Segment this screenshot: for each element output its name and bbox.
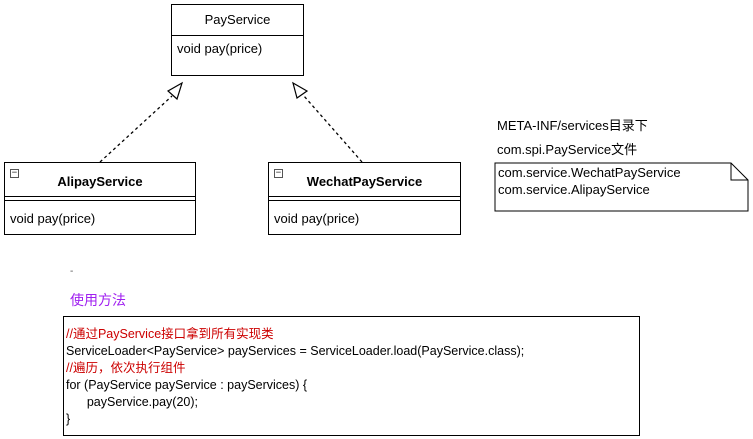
note-line-2: com.service.AlipayService [498, 182, 650, 197]
class-divider [5, 196, 195, 197]
code-line-4: for (PayService payService : payServices… [66, 378, 308, 392]
wechat-arrowhead [292, 81, 309, 99]
class-name: WechatPayService [306, 174, 423, 189]
spi-file-label: com.spi.PayService文件 [497, 142, 638, 157]
class-divider [269, 196, 460, 197]
alipay-arrowhead [166, 81, 184, 101]
class-method: void pay(price) [274, 211, 360, 226]
collapse-icon[interactable]: − [274, 168, 283, 178]
class-divider [5, 200, 195, 201]
alipayservice-class: − AlipayService void pay(price) [4, 162, 196, 235]
collapse-icon[interactable]: − [10, 168, 19, 178]
payservice-interface: PayService void pay(price) [171, 4, 304, 76]
note-line-1: com.service.WechatPayService [498, 165, 681, 180]
code-comment-1: //通过PayService接口拿到所有实现类 [66, 327, 274, 341]
wechatpayservice-class: − WechatPayService void pay(price) [268, 162, 461, 235]
code-line-6: } [66, 412, 71, 426]
class-method: void pay(price) [10, 211, 96, 226]
wechat-realization-line [303, 95, 363, 163]
interface-divider [172, 35, 303, 36]
note-outline [494, 162, 749, 212]
code-line-5: payService.pay(20); [66, 395, 199, 409]
spi-dir-label: META-INF/services目录下 [497, 118, 648, 133]
code-comment-2: //遍历，依次执行组件 [66, 361, 186, 375]
usage-dash: - [70, 266, 74, 277]
class-divider [269, 200, 460, 201]
interface-method: void pay(price) [177, 41, 263, 56]
alipay-realization-line [99, 95, 173, 163]
usage-heading: 使用方法 [70, 292, 126, 308]
code-line-2: ServiceLoader<PayService> payServices = … [66, 344, 525, 358]
code-block: //通过PayService接口拿到所有实现类 ServiceLoader<Pa… [63, 316, 640, 436]
interface-name: PayService [204, 12, 271, 27]
note-dog-ear [730, 163, 748, 181]
class-name: AlipayService [57, 174, 143, 189]
